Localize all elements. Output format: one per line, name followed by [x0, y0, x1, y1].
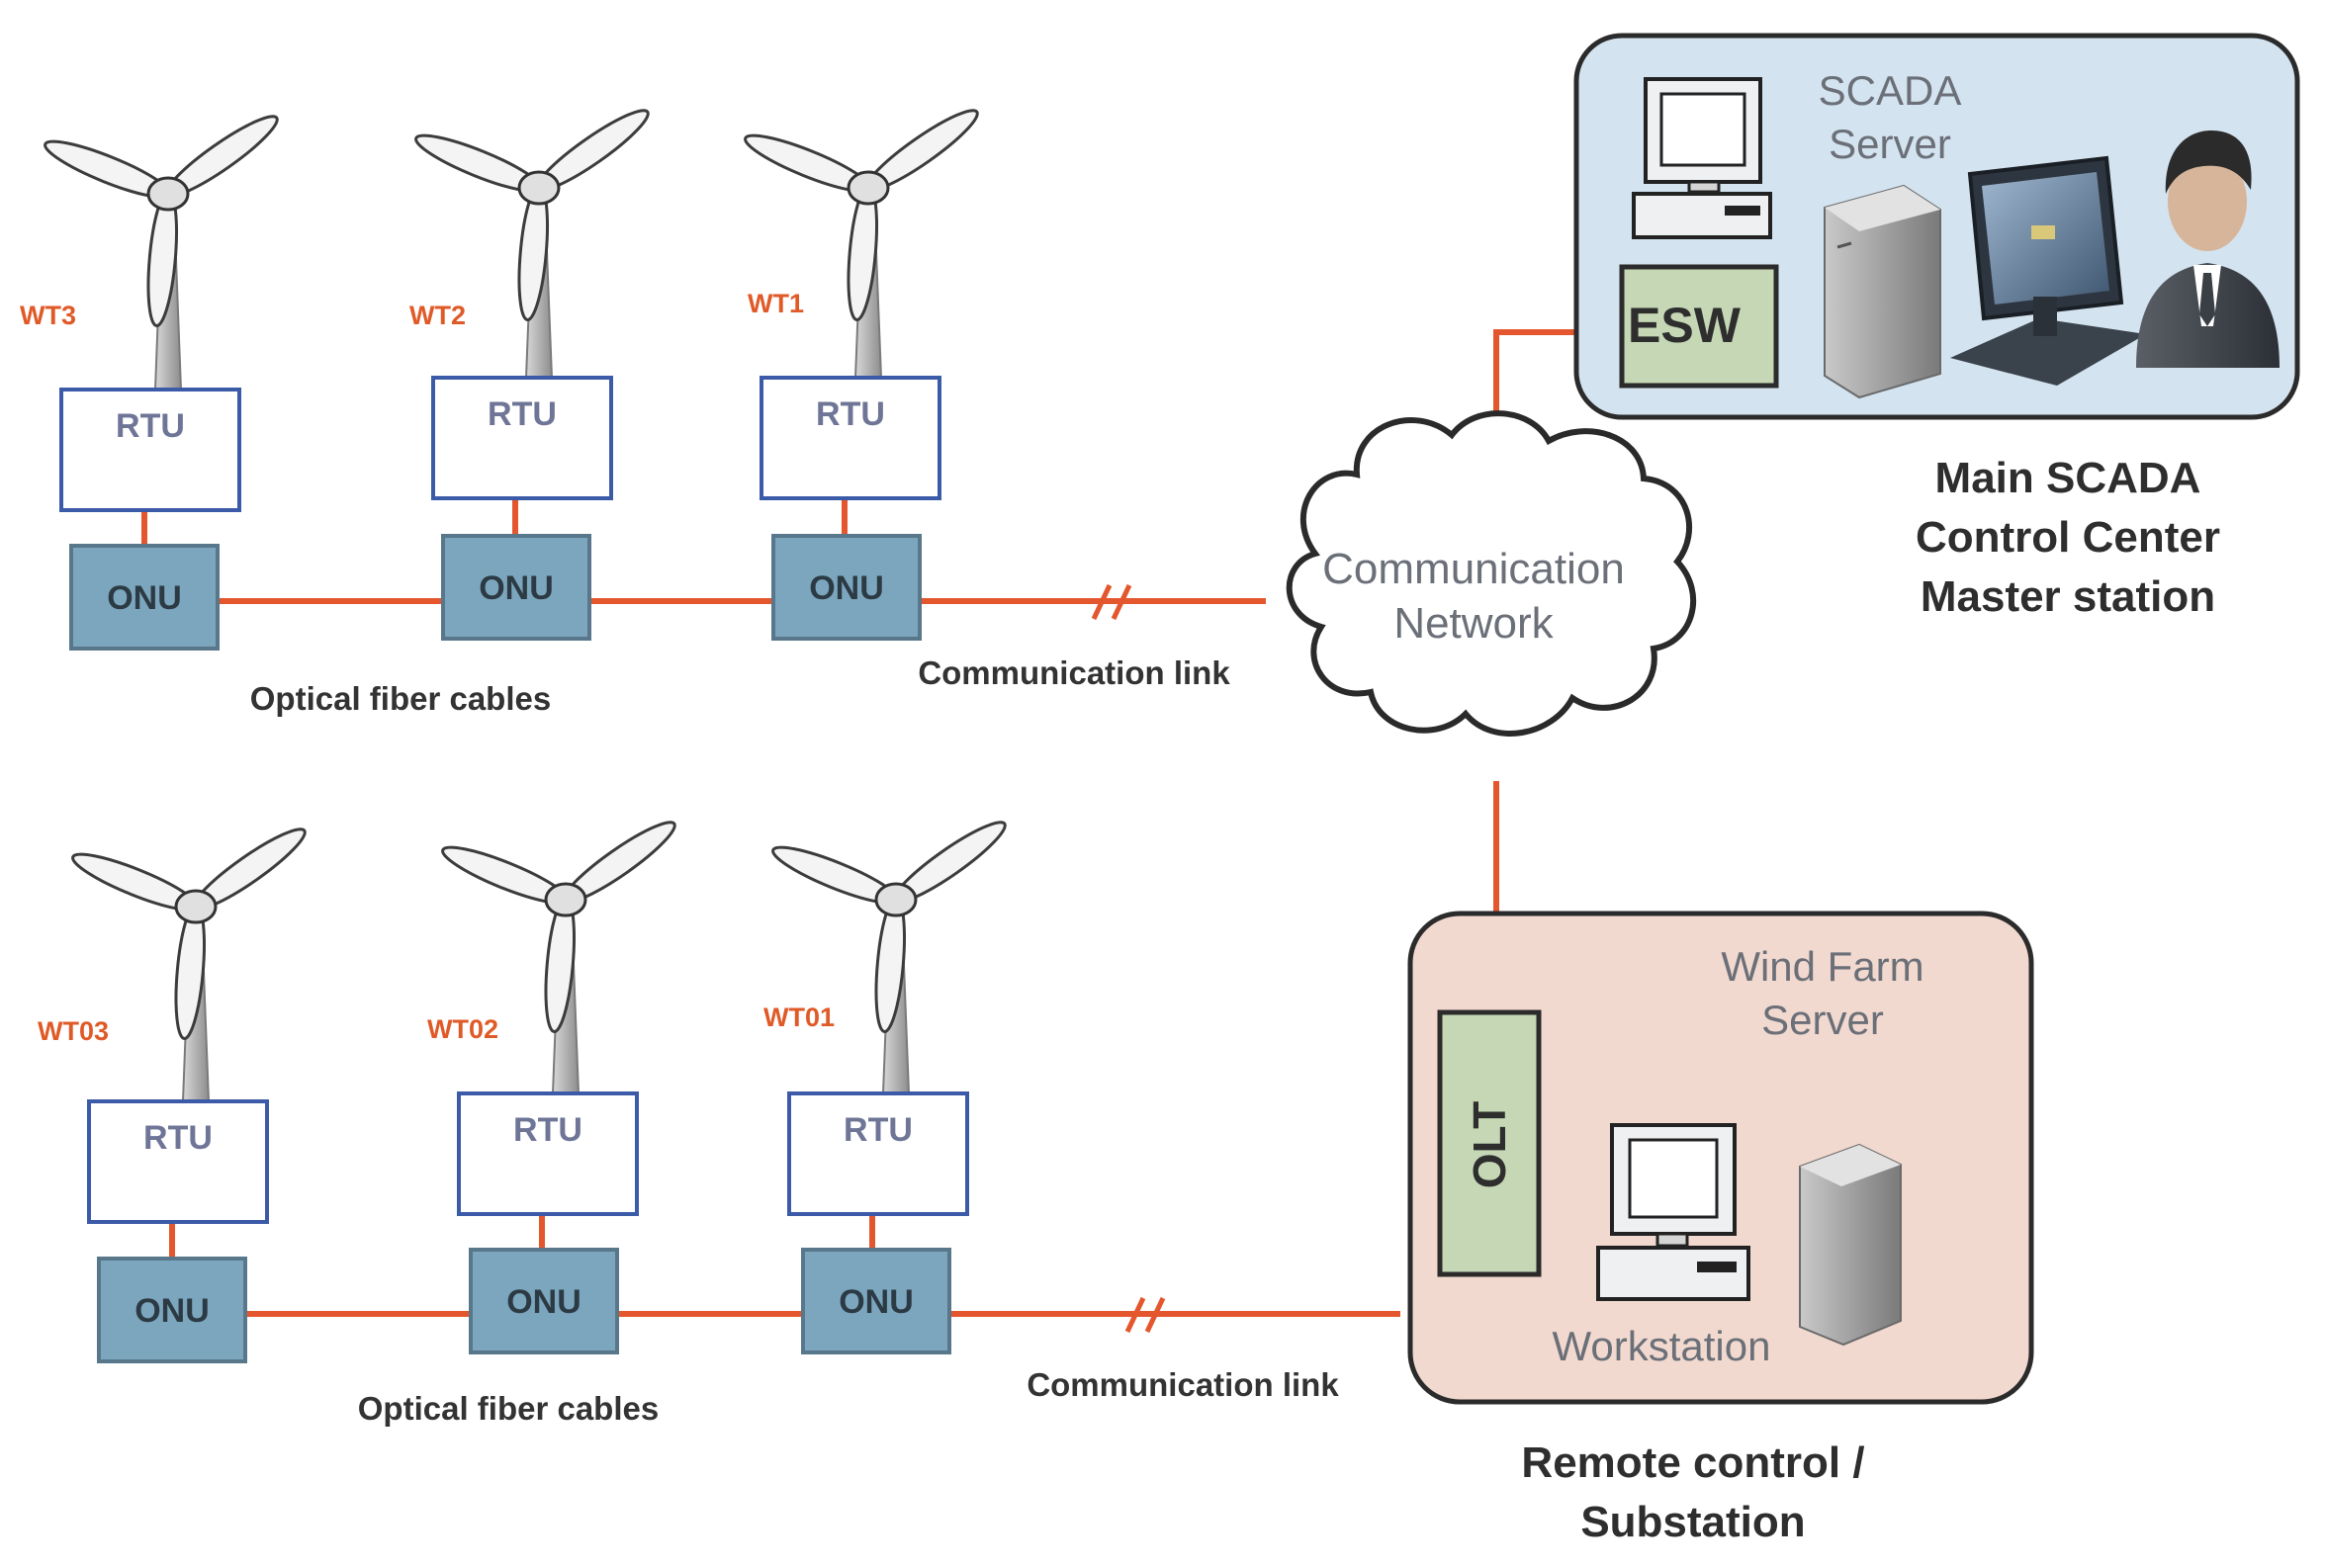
onu-box [801, 1248, 951, 1354]
esw-switch: ESW [1619, 264, 1779, 389]
onu-label: ONU [134, 1292, 210, 1330]
onu-box [441, 534, 591, 641]
top-link-label: Communication link [918, 654, 1230, 691]
onu-label: ONU [506, 1283, 581, 1321]
rtu-label: RTU [513, 1111, 582, 1149]
wind-turbine-icon [44, 115, 279, 391]
scada-server-label-line2: Server [1829, 121, 1951, 167]
substation-caption-line1: Remote control / [1521, 1438, 1864, 1487]
cloud-label-line2: Network [1393, 599, 1554, 648]
wind-farm-server-icon [1799, 1143, 1902, 1347]
wind-turbine-icon [71, 828, 307, 1102]
wind-turbine-icon [744, 109, 979, 379]
onu-box [97, 1257, 247, 1363]
rtu-box [457, 1091, 639, 1216]
substation-caption-line2: Substation [1580, 1498, 1805, 1546]
scada-caption-line1: Main SCADA [1935, 454, 2201, 502]
olt-unit: OLT [1437, 1009, 1542, 1277]
computer-icon [1632, 77, 1772, 239]
scada-caption-line2: Control Center [1916, 513, 2220, 562]
workstation-label: Workstation [1553, 1323, 1771, 1369]
turbine-label: WT02 [427, 1014, 498, 1044]
bottom-link-label: Communication link [1027, 1366, 1339, 1403]
esw-label: ESW [1628, 298, 1742, 353]
cloud-icon: Communication Network [1286, 410, 1696, 737]
bottom-cables-label: Optical fiber cables [358, 1390, 659, 1427]
wind-farm-server-label-line2: Server [1761, 997, 1884, 1043]
onu-label: ONU [107, 579, 182, 617]
cloud-label-line1: Communication [1322, 545, 1625, 593]
onu-box [771, 534, 922, 641]
wind-turbine-icon [771, 821, 1007, 1094]
rtu-label: RTU [143, 1119, 213, 1157]
turbine-label: WT1 [748, 289, 804, 318]
server-tower-icon [1824, 184, 1941, 399]
rtu-box [59, 388, 241, 512]
wind-turbine-icon [414, 109, 650, 379]
touch-monitor-icon [1950, 155, 2146, 386]
remote-substation: OLT Wind Farm Server Workstation [1407, 911, 2034, 1405]
onu-label: ONU [809, 569, 884, 607]
turbine-label: WT03 [38, 1016, 109, 1046]
scada-control-center: ESW SCADA Server [1573, 33, 2300, 420]
turbine-label: WT2 [409, 301, 466, 330]
olt-label: OLT [1464, 1101, 1515, 1189]
rtu-label: RTU [816, 395, 885, 433]
turbine-units: WT3RTUONUWT2RTUONUWT1RTUONUWT03RTUONUWT0… [20, 109, 1007, 1363]
turbine-label: WT01 [763, 1002, 835, 1032]
scada-caption-line3: Master station [1921, 572, 2215, 621]
workstation-computer-icon [1596, 1123, 1750, 1301]
rtu-box [431, 376, 613, 500]
scada-server-label-line1: SCADA [1819, 67, 1962, 114]
onu-label: ONU [479, 569, 554, 607]
onu-label: ONU [839, 1283, 914, 1321]
rtu-label: RTU [488, 395, 557, 433]
onu-box [469, 1248, 619, 1354]
top-cables-label: Optical fiber cables [250, 680, 551, 717]
operator-icon [2136, 131, 2280, 368]
rtu-box [87, 1099, 269, 1224]
rtu-box [787, 1091, 969, 1216]
onu-box [69, 544, 220, 651]
rtu-label: RTU [844, 1111, 913, 1149]
rtu-box [760, 376, 941, 500]
turbine-label: WT3 [20, 301, 76, 330]
wind-turbine-icon [441, 821, 676, 1094]
link-break-marks [1091, 583, 1166, 1334]
rtu-label: RTU [116, 407, 185, 445]
wind-farm-server-label-line1: Wind Farm [1721, 943, 1923, 990]
